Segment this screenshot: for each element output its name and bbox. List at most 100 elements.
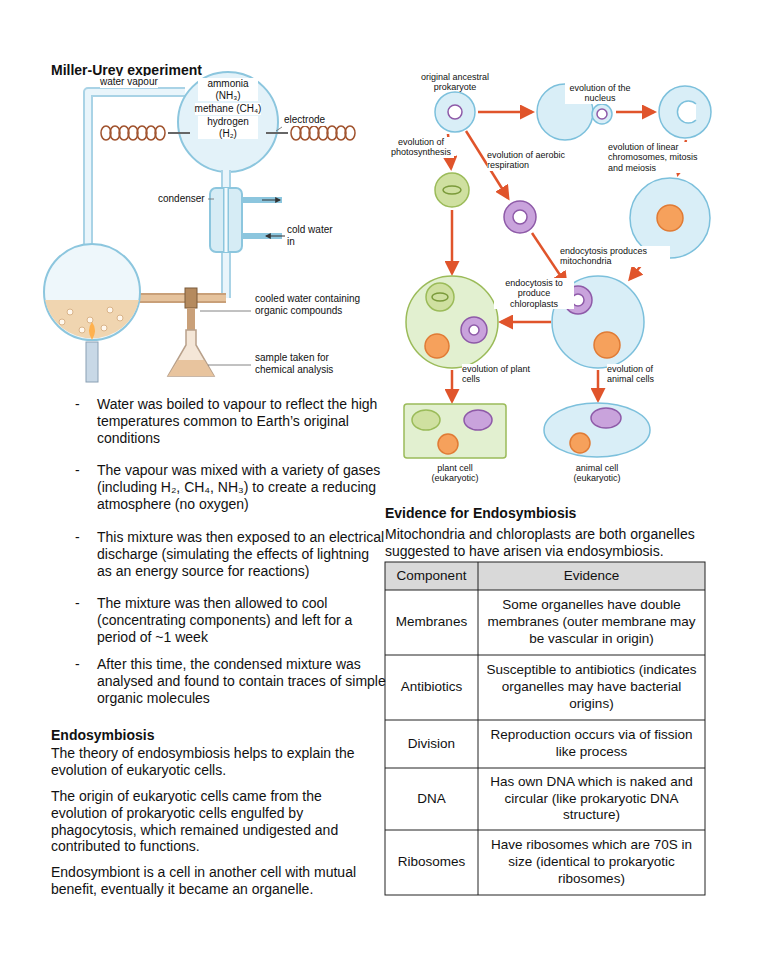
endosymbiosis-illustration-part (404, 404, 506, 458)
endosymbiosis-illustration-part (412, 410, 440, 430)
diagram-label: methane (CH₄) (195, 103, 262, 115)
endosymbiosis-illustration-part (443, 186, 461, 194)
text-block: The mixture was then allowed to cool (co… (97, 595, 387, 645)
diagram-label: cold water in (287, 224, 337, 247)
table-cell: DNA (391, 791, 472, 808)
diagram-label: water vapour (100, 76, 158, 88)
endosymbiosis-illustration-part (469, 325, 479, 335)
endosymbiosis-illustration-part (677, 101, 696, 123)
text-block: This mixture was then exposed to an elec… (97, 529, 387, 579)
diagram-label: evolution of linear chromosomes, mitosis… (608, 142, 698, 173)
electrode-coil-part (101, 126, 111, 140)
endosymbiosis-illustration-part (448, 105, 462, 119)
endosymbiosis-illustration-part-part (451, 210, 454, 273)
apparatus-part (130, 293, 226, 303)
cell-caption: plant cell (eukaryotic) (415, 463, 495, 484)
endosymbiosis-illustration-part-part (501, 321, 551, 324)
table-grid-part (385, 830, 705, 831)
diagram-label: cooled water containing organic compound… (255, 293, 380, 316)
table-grid-part (385, 655, 705, 656)
endosymbiosis-illustration-part (438, 434, 458, 454)
endosymbiosis-illustration-part (544, 403, 650, 457)
electrode-coil-part (345, 126, 355, 140)
apparatus-part (242, 197, 282, 203)
apparatus (44, 72, 355, 382)
text-block: Endosymbiont is a cell in another cell w… (51, 864, 369, 898)
endosymbiosis-illustration-part (659, 86, 711, 138)
endosymbiosis-illustration-part (464, 410, 492, 430)
table-cell: Division (391, 736, 472, 753)
apparatus-part (130, 295, 226, 301)
table-grid (385, 562, 705, 895)
apparatus-part (200, 311, 251, 312)
endosymbiosis-illustration-part (570, 433, 590, 453)
diagram-label: endocytosis to produce chloroplasts (494, 278, 574, 309)
table-cell: Antibiotics (391, 679, 472, 696)
apparatus-part (223, 170, 229, 298)
cell-node: animal cell (eukaryotic) (557, 463, 637, 484)
table-cell: Component (391, 568, 472, 585)
apparatus-part (266, 236, 285, 237)
cell-node: plant cell (eukaryotic) (415, 463, 495, 484)
text-block: Mitochondria and chloroplasts are both o… (385, 526, 710, 560)
apparatus-part (178, 72, 278, 172)
diagram-label: condenser (158, 193, 205, 205)
bubbles-part (87, 317, 93, 323)
endosymbiosis-illustration-part (461, 317, 487, 343)
bubbles-part (107, 307, 113, 313)
text-block: The vapour was mixed with a variety of g… (97, 462, 387, 512)
table-grid-part (385, 768, 705, 769)
apparatus-part (262, 200, 280, 201)
endosymbiosis-illustration-part (657, 205, 683, 231)
text-block: - (75, 595, 80, 612)
apparatus-part (168, 360, 214, 376)
apparatus-part (210, 188, 242, 252)
endosymbiosis-illustration-part (435, 173, 469, 207)
endosymbiosis-illustration-part (592, 104, 612, 124)
endosymbiosis-illustration-part-part (597, 370, 600, 400)
diagram-label: evolution of the nucleus (565, 83, 635, 104)
apparatus-part (86, 342, 98, 382)
endosymbiosis-illustration-part-part (616, 111, 654, 114)
text-block: The theory of endosymbiosis helps to exp… (51, 745, 369, 779)
apparatus-part (223, 188, 229, 252)
apparatus-part (44, 244, 140, 340)
diagram-label: hydrogen (H₂) (198, 116, 258, 139)
endosymbiosis-illustration-part-part (451, 370, 454, 401)
diagram-label: evolution of photosynthesis (388, 137, 454, 158)
cell-caption: animal cell (eukaryotic) (557, 463, 637, 484)
endosymbiosis-illustration-part (513, 210, 527, 224)
table-cell: Has own DNA which is naked and circular … (484, 774, 699, 825)
bubbles-part (67, 309, 73, 315)
table-cell: Have ribosomes which are 70S in size (id… (484, 837, 699, 888)
apparatus-part (168, 132, 190, 134)
apparatus-part (276, 127, 282, 131)
text-block: - (75, 529, 80, 546)
endosymbiosis-illustration-part-part (478, 111, 532, 114)
bubbles-part (79, 327, 85, 333)
electrode-coil (101, 126, 165, 140)
diagram-label: electrode (284, 114, 325, 126)
cell-node: original ancestral prokaryote (412, 72, 498, 93)
table-cell: Ribosomes (391, 854, 472, 871)
bubbles-part (101, 325, 107, 331)
table-grid-part (385, 590, 705, 591)
text-block: Evidence for Endosymbiosis (385, 505, 576, 522)
diagram-label: sample taken for chemical analysis (255, 352, 365, 375)
endosymbiosis-illustration-part (594, 332, 620, 358)
apparatus-part (88, 92, 185, 245)
diagram-label: endocytosis produces mitochondria (560, 246, 670, 267)
endosymbiosis-illustration-part (425, 334, 449, 358)
text-block: Endosymbiosis (51, 727, 154, 744)
diagram-label: ammonia (NH₃) (198, 78, 258, 101)
apparatus-part (208, 365, 251, 366)
endosymbiosis-illustration-part (426, 283, 454, 311)
apparatus-part (88, 92, 185, 245)
table-grid-part (478, 562, 479, 895)
text-block: After this time, the condensed mixture w… (97, 656, 387, 706)
endosymbiosis-illustration-part (432, 293, 448, 301)
endosymbiosis-illustration-part (406, 276, 498, 368)
diagram-label: evolution of aerobic respiration (487, 150, 567, 171)
apparatus-part (187, 308, 195, 330)
endosymbiosis-illustration-part (435, 92, 475, 132)
